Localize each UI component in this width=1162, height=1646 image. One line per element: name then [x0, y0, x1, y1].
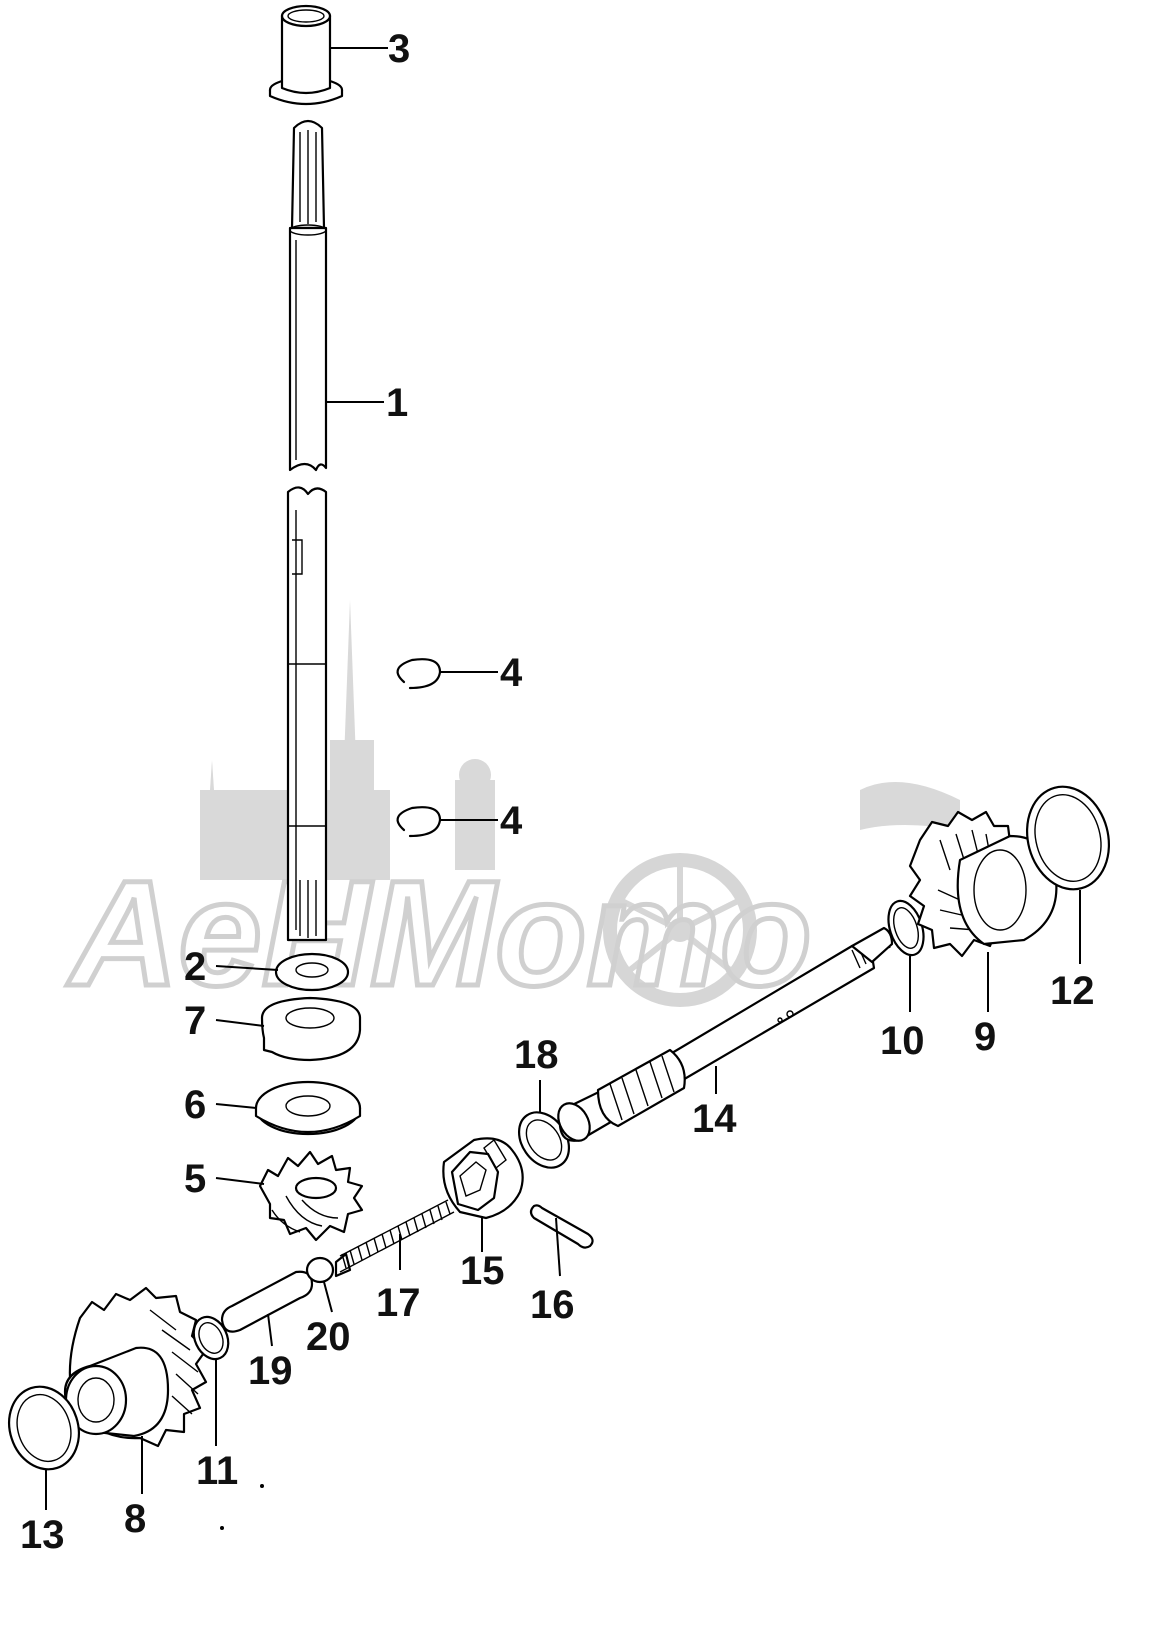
part-4-circlip-upper	[396, 658, 442, 690]
callout-8: 8	[124, 1497, 146, 1541]
callout-2: 2	[184, 945, 206, 989]
part-2-washer	[274, 952, 350, 992]
callout-9: 9	[974, 1015, 996, 1059]
watermark-text: AeHMomo	[66, 849, 812, 1017]
callout-17: 17	[376, 1281, 421, 1325]
part-1-drive-shaft	[286, 119, 328, 942]
callout-1: 1	[386, 381, 408, 425]
part-6-thrust-washer	[254, 1080, 362, 1136]
callout-11: 11	[196, 1449, 238, 1493]
callout-14: 14	[692, 1097, 737, 1141]
part-11-shim	[192, 1315, 230, 1361]
callout-12: 12	[1050, 969, 1095, 1013]
part-17-spring	[334, 1199, 455, 1278]
callout-19: 19	[248, 1349, 293, 1393]
callout-5: 5	[184, 1157, 206, 1201]
part-9-reverse-gear	[908, 810, 1058, 958]
part-19-shift-plunger	[220, 1270, 314, 1333]
callout-labels: 3 1 4 4 2 7 6 5 18 14 10 9 12 15 16 17 2…	[20, 27, 1095, 1557]
part-15-clutch-dog	[442, 1137, 524, 1220]
callout-10: 10	[880, 1019, 925, 1063]
part-4-circlip-lower	[396, 806, 442, 838]
callout-3: 3	[388, 27, 410, 71]
callout-7: 7	[184, 999, 206, 1043]
watermark-motorcycle-icon	[603, 782, 960, 1007]
callout-15: 15	[460, 1249, 505, 1293]
part-20-ball	[305, 1256, 335, 1284]
part-3-bushing	[268, 4, 344, 106]
callout-13: 13	[20, 1513, 65, 1557]
callout-20: 20	[306, 1315, 351, 1359]
part-14-propeller-shaft	[557, 926, 894, 1142]
callout-16: 16	[530, 1283, 575, 1327]
callout-18: 18	[514, 1033, 559, 1077]
part-12-thrust-washer	[1025, 785, 1111, 891]
callout-4-upper: 4	[500, 651, 523, 695]
part-16-pin	[529, 1204, 594, 1249]
part-5-pinion-gear	[258, 1150, 364, 1242]
part-13-thrust-washer	[8, 1385, 80, 1471]
leader-lines	[45, 47, 1081, 1510]
callout-6: 6	[184, 1083, 206, 1127]
callout-4-lower: 4	[500, 799, 523, 843]
part-7-tab-washer	[260, 996, 362, 1062]
part-8-forward-gear	[63, 1286, 208, 1448]
